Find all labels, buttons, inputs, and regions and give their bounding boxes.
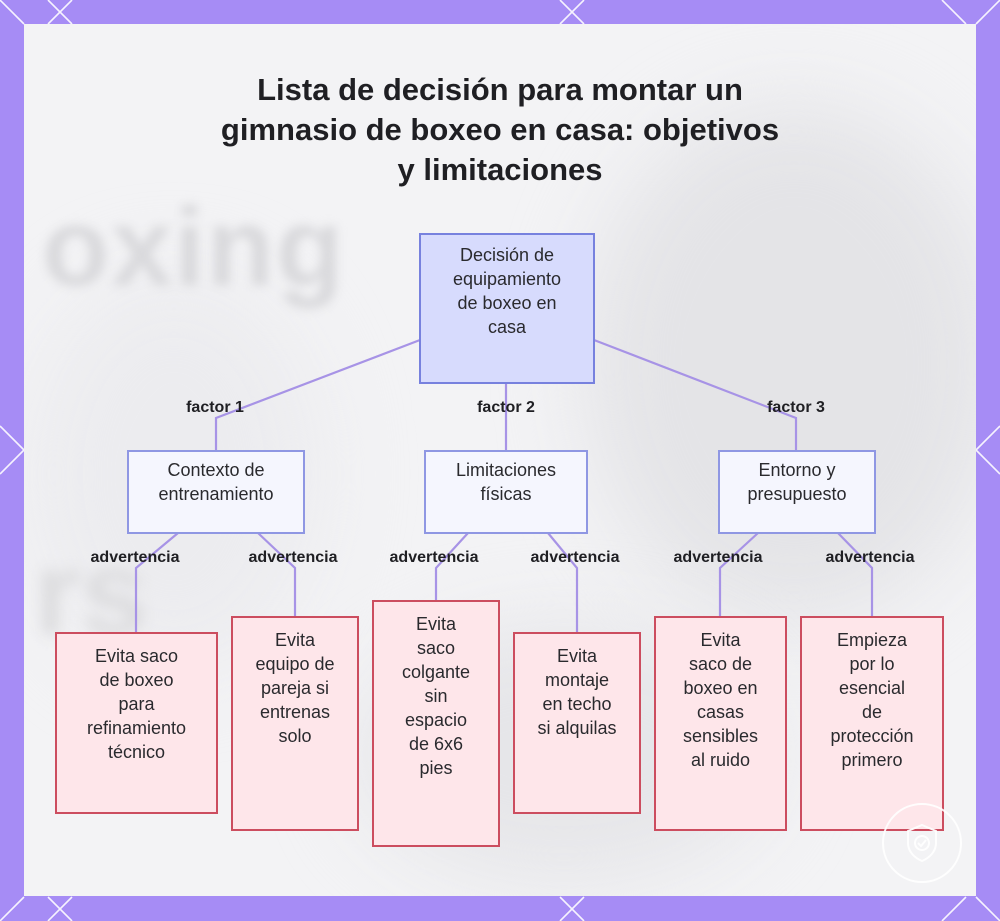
node-text-line: de boxeo en: [457, 291, 556, 315]
node-text-line: de boxeo: [99, 668, 173, 692]
node-text-line: primero: [841, 748, 902, 772]
node-text-line: Contexto de: [167, 458, 264, 482]
factor-node-training-context: Contexto de entrenamiento: [127, 450, 305, 534]
node-text-line: Entorno y: [758, 458, 835, 482]
node-text-line: solo: [278, 724, 311, 748]
node-text-line: boxeo en: [683, 676, 757, 700]
node-text-line: saco: [417, 636, 455, 660]
node-text-line: de 6x6: [409, 732, 463, 756]
node-text-line: Limitaciones: [456, 458, 556, 482]
warning-node: Empieza por lo esencial de protección pr…: [800, 616, 944, 831]
node-text-line: si alquilas: [537, 716, 616, 740]
edge-label-warning: advertencia: [91, 549, 180, 567]
node-text-line: técnico: [108, 740, 165, 764]
node-text-line: esencial: [839, 676, 905, 700]
shield-icon: [898, 819, 946, 867]
node-text-line: Empieza: [837, 628, 907, 652]
node-text-line: pies: [419, 756, 452, 780]
edge-label-warning: advertencia: [674, 549, 763, 567]
node-text-line: para: [118, 692, 154, 716]
edge-label-warning: advertencia: [531, 549, 620, 567]
warning-node: Evita montaje en techo si alquilas: [513, 632, 641, 814]
node-text-line: sensibles: [683, 724, 758, 748]
node-text-line: entrenas: [260, 700, 330, 724]
edge-root-factor-1: [216, 340, 420, 450]
node-text-line: equipamiento: [453, 267, 561, 291]
edge-factor-1-warning-2: [258, 533, 295, 616]
edge-factor-1-warning-1: [136, 533, 178, 632]
node-text-line: refinamiento: [87, 716, 186, 740]
edge-label-warning: advertencia: [249, 549, 338, 567]
edge-label-warning: advertencia: [390, 549, 479, 567]
node-text-line: Decisión de: [460, 243, 554, 267]
node-text-line: pareja si: [261, 676, 329, 700]
node-text-line: entrenamiento: [158, 482, 273, 506]
node-text-line: Evita saco: [95, 644, 178, 668]
warning-node: Evita equipo de pareja si entrenas solo: [231, 616, 359, 831]
edge-factor-3-warning-1: [720, 533, 758, 616]
node-text-line: de: [862, 700, 882, 724]
factor-node-physical-limits: Limitaciones físicas: [424, 450, 588, 534]
edge-label-factor: factor 2: [477, 399, 535, 417]
node-text-line: Evita: [700, 628, 740, 652]
node-text-line: por lo: [849, 652, 894, 676]
node-text-line: montaje: [545, 668, 609, 692]
edge-root-factor-3: [594, 340, 796, 450]
node-text-line: colgante: [402, 660, 470, 684]
node-text-line: casa: [488, 315, 526, 339]
root-node: Decisión de equipamiento de boxeo en cas…: [419, 233, 595, 384]
node-text-line: presupuesto: [747, 482, 846, 506]
warning-node: Evita saco de boxeo para refinamiento té…: [55, 632, 218, 814]
edge-label-warning: advertencia: [826, 549, 915, 567]
warning-node: Evita saco de boxeo en casas sensibles a…: [654, 616, 787, 831]
node-text-line: espacio: [405, 708, 467, 732]
node-text-line: al ruido: [691, 748, 750, 772]
edge-label-factor: factor 1: [186, 399, 244, 417]
node-text-line: saco de: [689, 652, 752, 676]
warning-node: Evita saco colgante sin espacio de 6x6 p…: [372, 600, 500, 847]
node-text-line: casas: [697, 700, 744, 724]
node-text-line: físicas: [480, 482, 531, 506]
node-text-line: equipo de: [255, 652, 334, 676]
node-text-line: sin: [424, 684, 447, 708]
edge-factor-2-warning-2: [548, 533, 577, 632]
edge-factor-3-warning-2: [838, 533, 872, 616]
node-text-line: Evita: [416, 612, 456, 636]
node-text-line: Evita: [557, 644, 597, 668]
node-text-line: protección: [830, 724, 913, 748]
shield-badge-icon: [882, 803, 962, 883]
node-text-line: Evita: [275, 628, 315, 652]
edge-label-factor: factor 3: [767, 399, 825, 417]
node-text-line: en techo: [542, 692, 611, 716]
factor-node-environment-budget: Entorno y presupuesto: [718, 450, 876, 534]
